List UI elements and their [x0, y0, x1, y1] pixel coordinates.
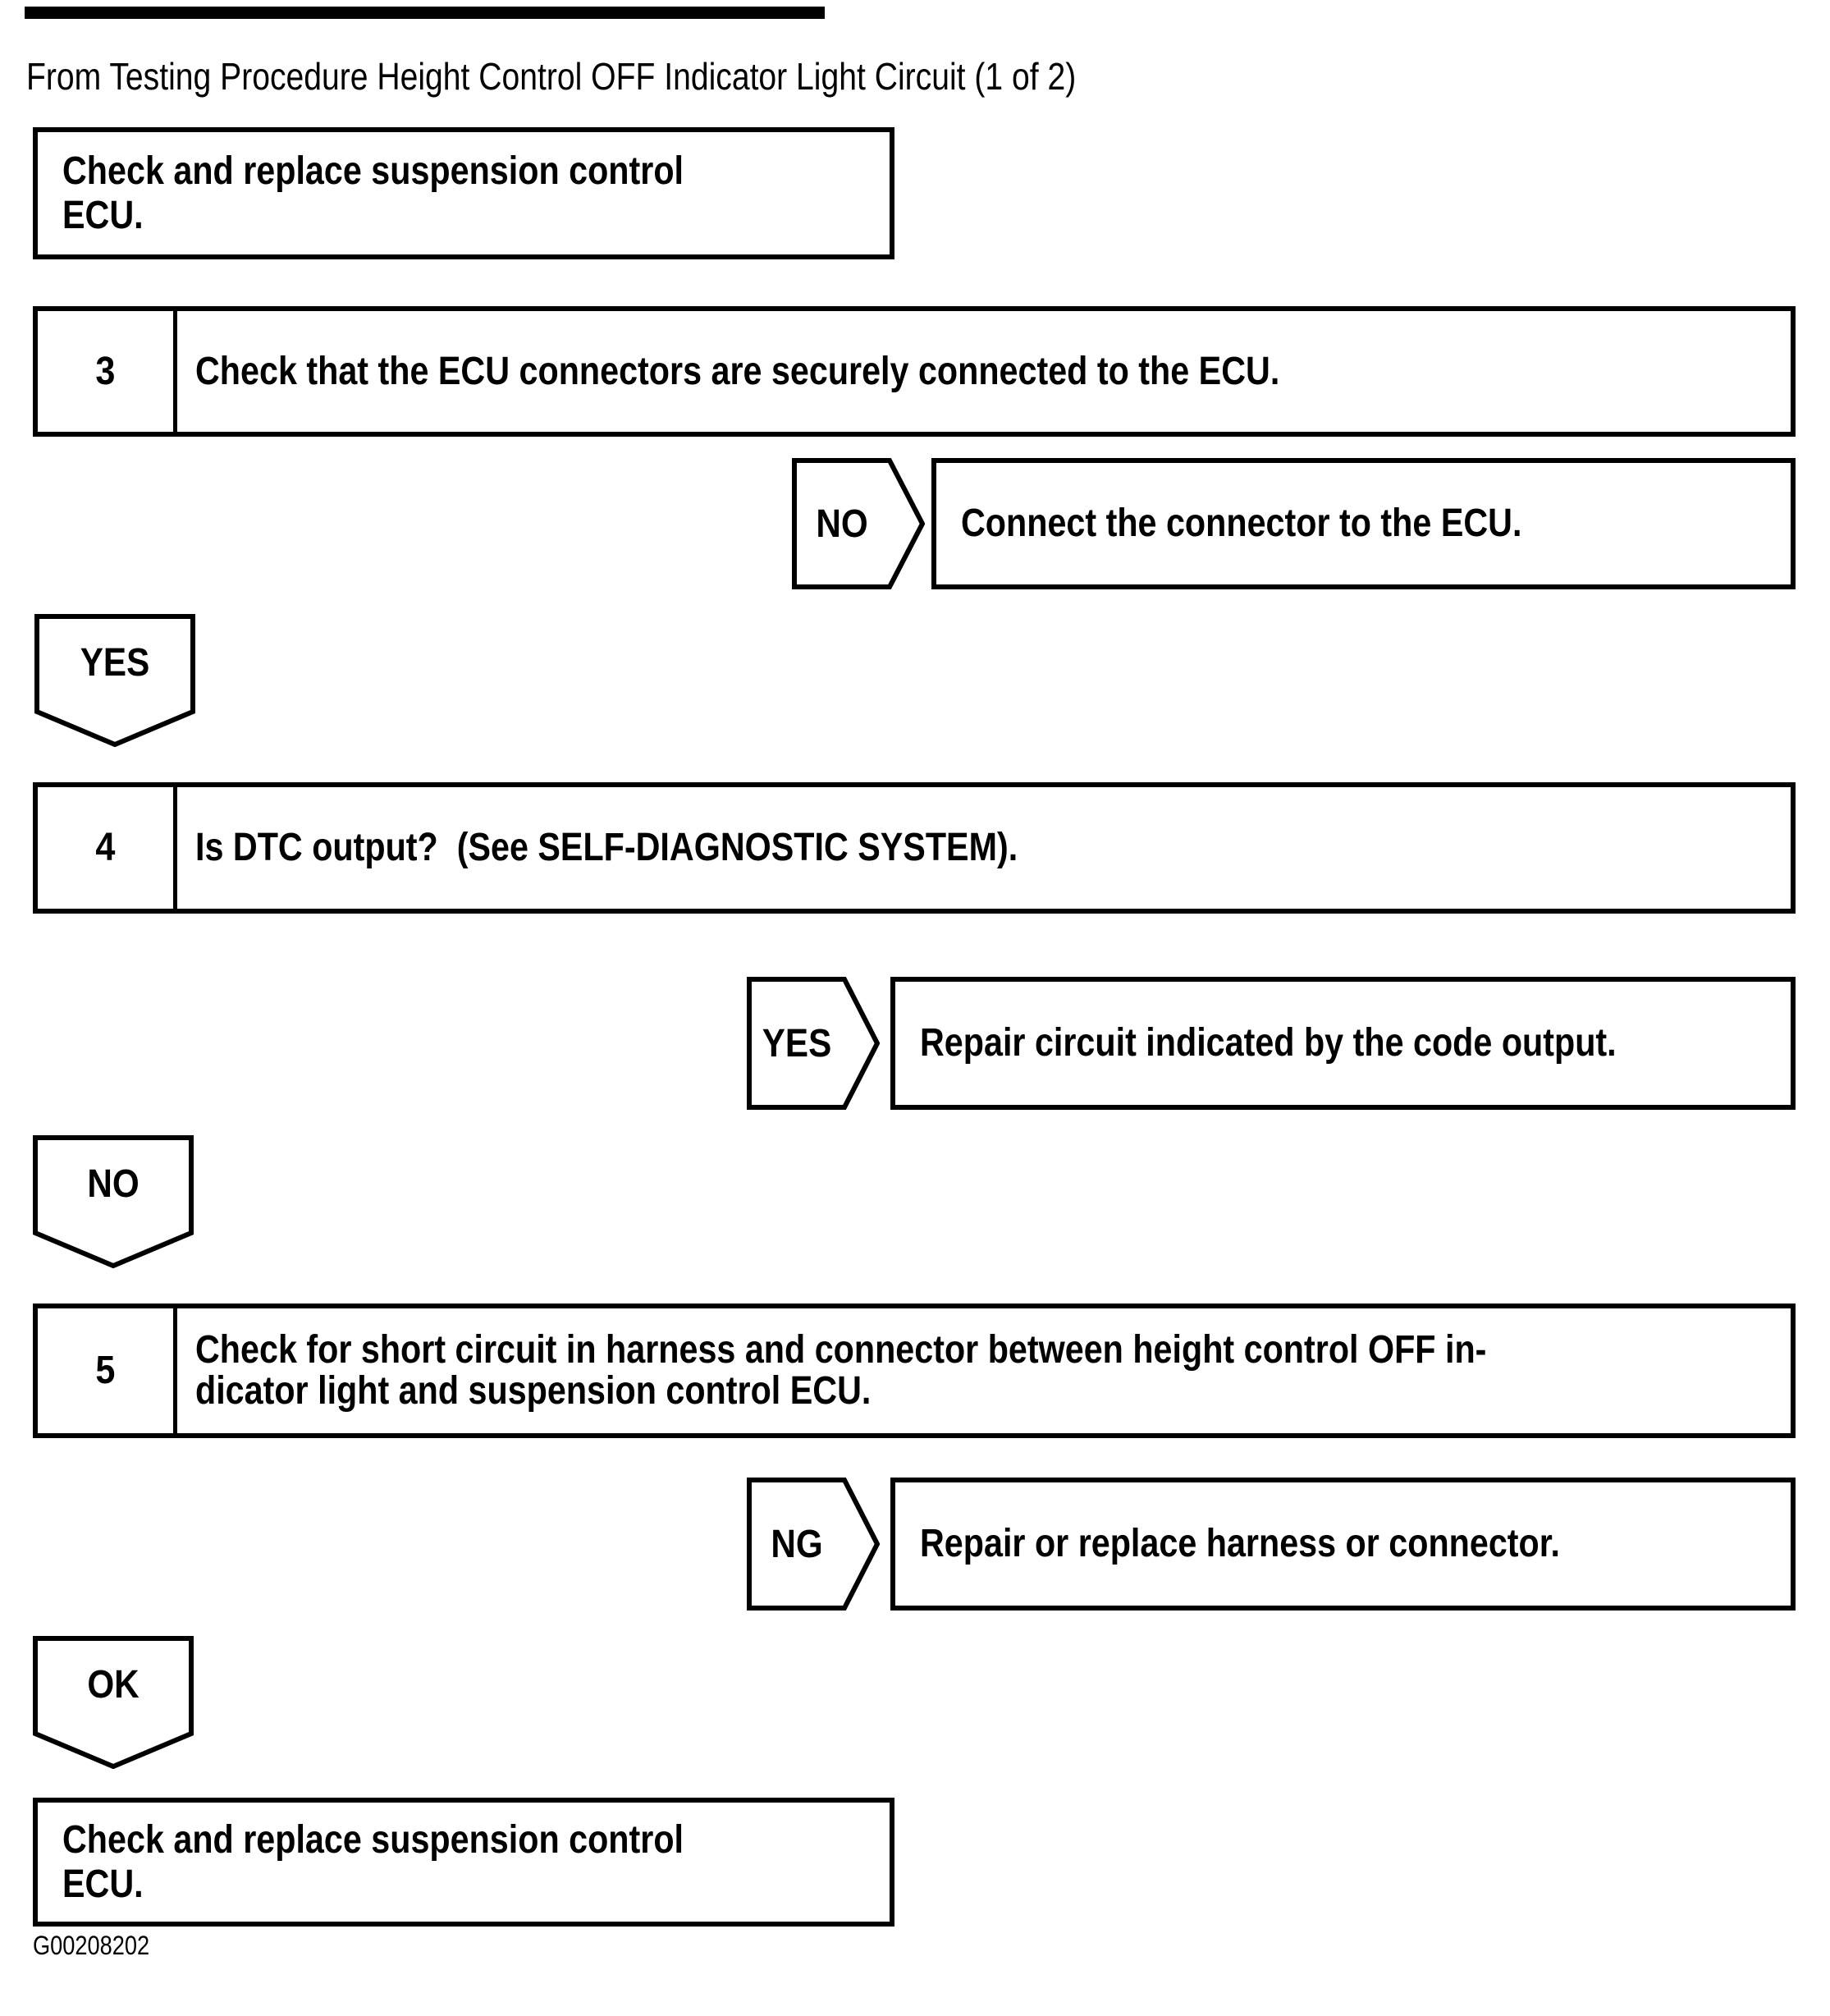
continue-ok-pentagon: OK: [33, 1636, 194, 1769]
figure-id: G00208202: [33, 1931, 170, 1961]
branch-ng-label: NG: [771, 1522, 823, 1566]
branch-no-label: NO: [816, 502, 868, 546]
step-3-number-cell: 3: [38, 311, 177, 432]
action-box-repair-harness: Repair or replace harness or connector.: [890, 1478, 1796, 1611]
branch-yes-pentagon: YES: [747, 977, 880, 1110]
step-3-number: 3: [95, 349, 116, 393]
continue-ok-label: OK: [87, 1663, 140, 1707]
right-arrow-pentagon-icon: [747, 977, 880, 1110]
start-box: Check and replace suspension control ECU…: [33, 127, 894, 259]
branch-ng-pentagon: NG: [747, 1478, 880, 1611]
step-3-text: Check that the ECU connectors are secure…: [195, 349, 1280, 393]
step-4-text: Is DTC output? (See SELF-DIAGNOSTIC SYST…: [195, 826, 1018, 869]
action-box-connect-connector: Connect the connector to the ECU.: [931, 458, 1796, 589]
step-5-box: 5 Check for short circuit in harness and…: [33, 1304, 1796, 1438]
action-box-repair-circuit: Repair circuit indicated by the code out…: [890, 977, 1796, 1110]
step-3-box: 3 Check that the ECU connectors are secu…: [33, 306, 1796, 437]
right-arrow-pentagon-icon: [792, 458, 925, 589]
branch-yes-label: YES: [762, 1021, 832, 1065]
step-4-number-cell: 4: [38, 787, 177, 909]
step-5-number-cell: 5: [38, 1308, 177, 1433]
start-box-text: Check and replace suspension control ECU…: [62, 149, 693, 237]
figure-id-text: G00208202: [33, 1931, 150, 1960]
page-title-text: From Testing Procedure Height Control OF…: [26, 55, 1077, 98]
continue-yes-label: YES: [80, 641, 150, 685]
action-text: Repair circuit indicated by the code out…: [920, 1021, 1617, 1065]
down-arrow-pentagon-icon: [33, 1135, 194, 1268]
action-text: Connect the connector to the ECU.: [961, 502, 1522, 545]
end-box: Check and replace suspension control ECU…: [33, 1798, 894, 1927]
branch-no-pentagon: NO: [792, 458, 925, 589]
step-5-number: 5: [95, 1349, 116, 1392]
action-text: Repair or replace harness or connector.: [920, 1522, 1561, 1565]
page-title: From Testing Procedure Height Control OF…: [26, 54, 1261, 99]
continue-no-label: NO: [87, 1162, 140, 1206]
right-arrow-pentagon-icon: [747, 1478, 880, 1611]
continue-yes-pentagon: YES: [34, 614, 195, 747]
step-5-text: Check for short circuit in harness and c…: [195, 1328, 1487, 1413]
scan-artifact-bar: [25, 7, 825, 19]
continue-no-pentagon: NO: [33, 1135, 194, 1268]
step-4-number: 4: [95, 826, 116, 869]
end-box-text: Check and replace suspension control ECU…: [62, 1817, 693, 1906]
down-arrow-pentagon-icon: [33, 1636, 194, 1769]
step-4-box: 4 Is DTC output? (See SELF-DIAGNOSTIC SY…: [33, 782, 1796, 914]
down-arrow-pentagon-icon: [34, 614, 195, 747]
